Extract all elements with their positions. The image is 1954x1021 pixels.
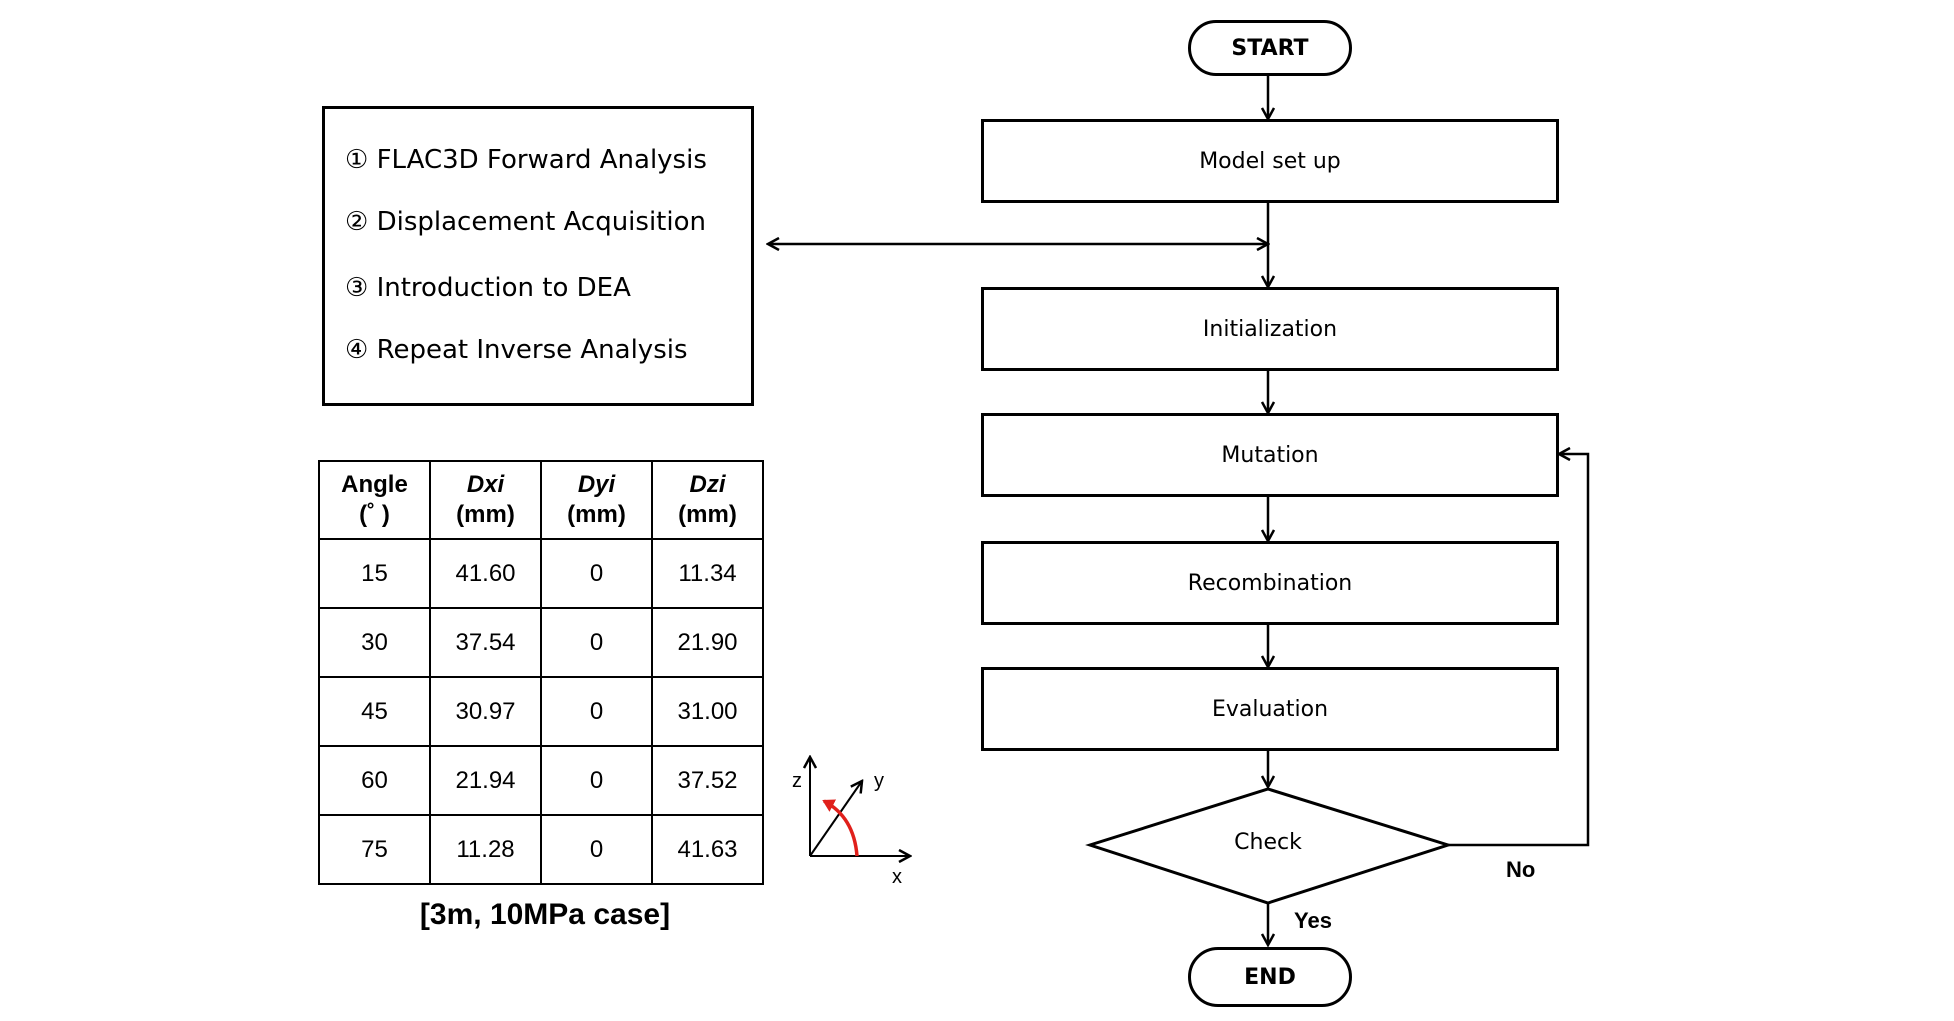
step-3: ③ Introduction to DEA — [345, 273, 631, 303]
table-row: 45 30.97 0 31.00 — [318, 676, 764, 747]
start-terminal: START — [1188, 20, 1352, 76]
coordinate-axes-icon — [810, 757, 910, 856]
table-row: 60 21.94 0 37.52 — [318, 745, 764, 816]
axis-label-x: x — [892, 866, 902, 888]
header-angle: Angle (˚ ) — [318, 460, 431, 540]
displacement-table: Angle (˚ ) Dxi (mm) Dyi (mm) Dzi (mm) 15… — [318, 460, 764, 885]
no-label: No — [1506, 857, 1536, 882]
mutation-box: Mutation — [981, 413, 1559, 497]
header-dyi: Dyi (mm) — [540, 460, 653, 540]
table-caption: [3m, 10MPa case] — [419, 898, 671, 931]
rotation-arc-icon — [822, 799, 859, 857]
yes-label: Yes — [1294, 908, 1332, 933]
arrow-no-loop — [1448, 454, 1590, 847]
model-setup-box: Model set up — [981, 119, 1559, 203]
recombination-box: Recombination — [981, 541, 1559, 625]
check-label: Check — [1234, 830, 1302, 855]
header-dzi: Dzi (mm) — [651, 460, 764, 540]
analysis-steps-box: ① FLAC3D Forward Analysis ② Displacement… — [322, 106, 754, 406]
table-row: 30 37.54 0 21.90 — [318, 607, 764, 678]
step-2: ② Displacement Acquisition — [345, 207, 706, 237]
axis-label-z: z — [792, 770, 802, 792]
end-terminal: END — [1188, 947, 1352, 1007]
axis-label-y: y — [874, 770, 884, 792]
step-4: ④ Repeat Inverse Analysis — [345, 335, 688, 365]
evaluation-box: Evaluation — [981, 667, 1559, 751]
table-row: 15 41.60 0 11.34 — [318, 538, 764, 609]
table-row: 75 11.28 0 41.63 — [318, 814, 764, 885]
table-header-row: Angle (˚ ) Dxi (mm) Dyi (mm) Dzi (mm) — [318, 460, 764, 540]
check-diamond — [1085, 787, 1453, 905]
step-1: ① FLAC3D Forward Analysis — [345, 145, 707, 175]
header-dxi: Dxi (mm) — [429, 460, 542, 540]
initialization-box: Initialization — [981, 287, 1559, 371]
